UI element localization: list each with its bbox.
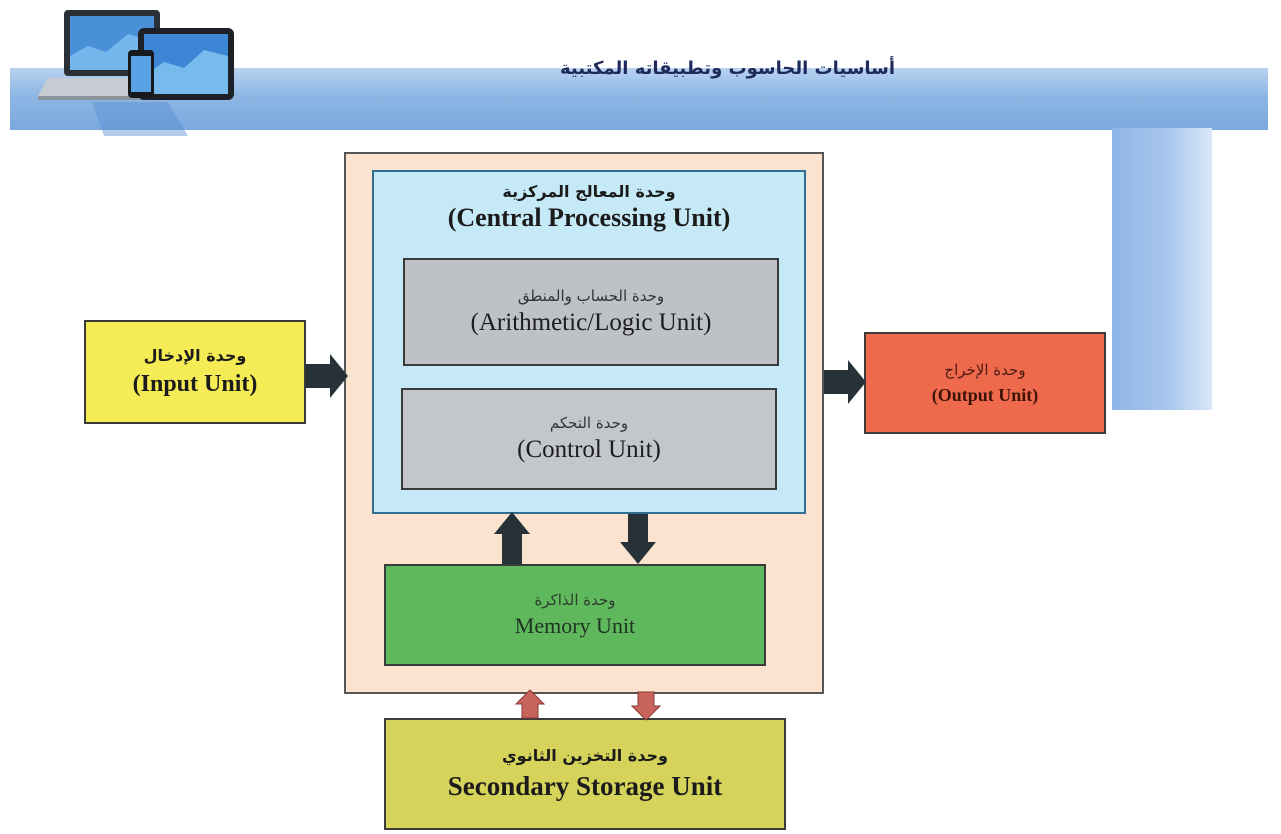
header-title: أساسيات الحاسوب وتطبيقاته المكتبية xyxy=(560,58,896,79)
cpu-label-arabic: وحدة المعالج المركزية xyxy=(502,182,676,201)
input-unit-label-arabic: وحدة الإدخال xyxy=(143,346,247,365)
memory-unit-label-english: Memory Unit xyxy=(514,613,636,638)
input-to-cpu-arrow xyxy=(306,354,348,398)
secondary-storage-box: وحدة التخزين الثانوي Secondary Storage U… xyxy=(384,718,786,830)
memory-unit-label-arabic: وحدة الذاكرة xyxy=(534,591,616,609)
storage-to-memory-arrow xyxy=(514,689,546,719)
output-unit-label-english: (Output Unit) xyxy=(931,384,1039,405)
control-unit-box: وحدة التحكم (Control Unit) xyxy=(401,388,777,490)
secondary-storage-label-english: Secondary Storage Unit xyxy=(447,771,723,801)
alu-label-arabic: وحدة الحساب والمنطق xyxy=(517,287,665,305)
laptop-tablet-devices-icon xyxy=(38,10,234,136)
cpu-to-output-arrow xyxy=(824,360,866,404)
output-unit-box: وحدة الإخراج (Output Unit) xyxy=(864,332,1106,434)
control-unit-label-arabic: وحدة التحكم xyxy=(549,414,629,432)
input-unit-box: وحدة الإدخال (Input Unit) xyxy=(84,320,306,424)
output-unit-label-arabic: وحدة الإخراج xyxy=(944,360,1026,379)
header-band-drop xyxy=(1112,128,1212,410)
cpu-label-english: (Central Processing Unit) xyxy=(447,203,731,232)
memory-to-storage-arrow xyxy=(630,691,662,721)
secondary-storage-label-arabic: وحدة التخزين الثانوي xyxy=(502,746,668,765)
alu-label-english: (Arithmetic/Logic Unit) xyxy=(470,309,712,336)
alu-box: وحدة الحساب والمنطق (Arithmetic/Logic Un… xyxy=(403,258,779,366)
memory-unit-box: وحدة الذاكرة Memory Unit xyxy=(384,564,766,666)
input-unit-label-english: (Input Unit) xyxy=(132,371,258,397)
control-unit-label-english: (Control Unit) xyxy=(517,436,661,463)
